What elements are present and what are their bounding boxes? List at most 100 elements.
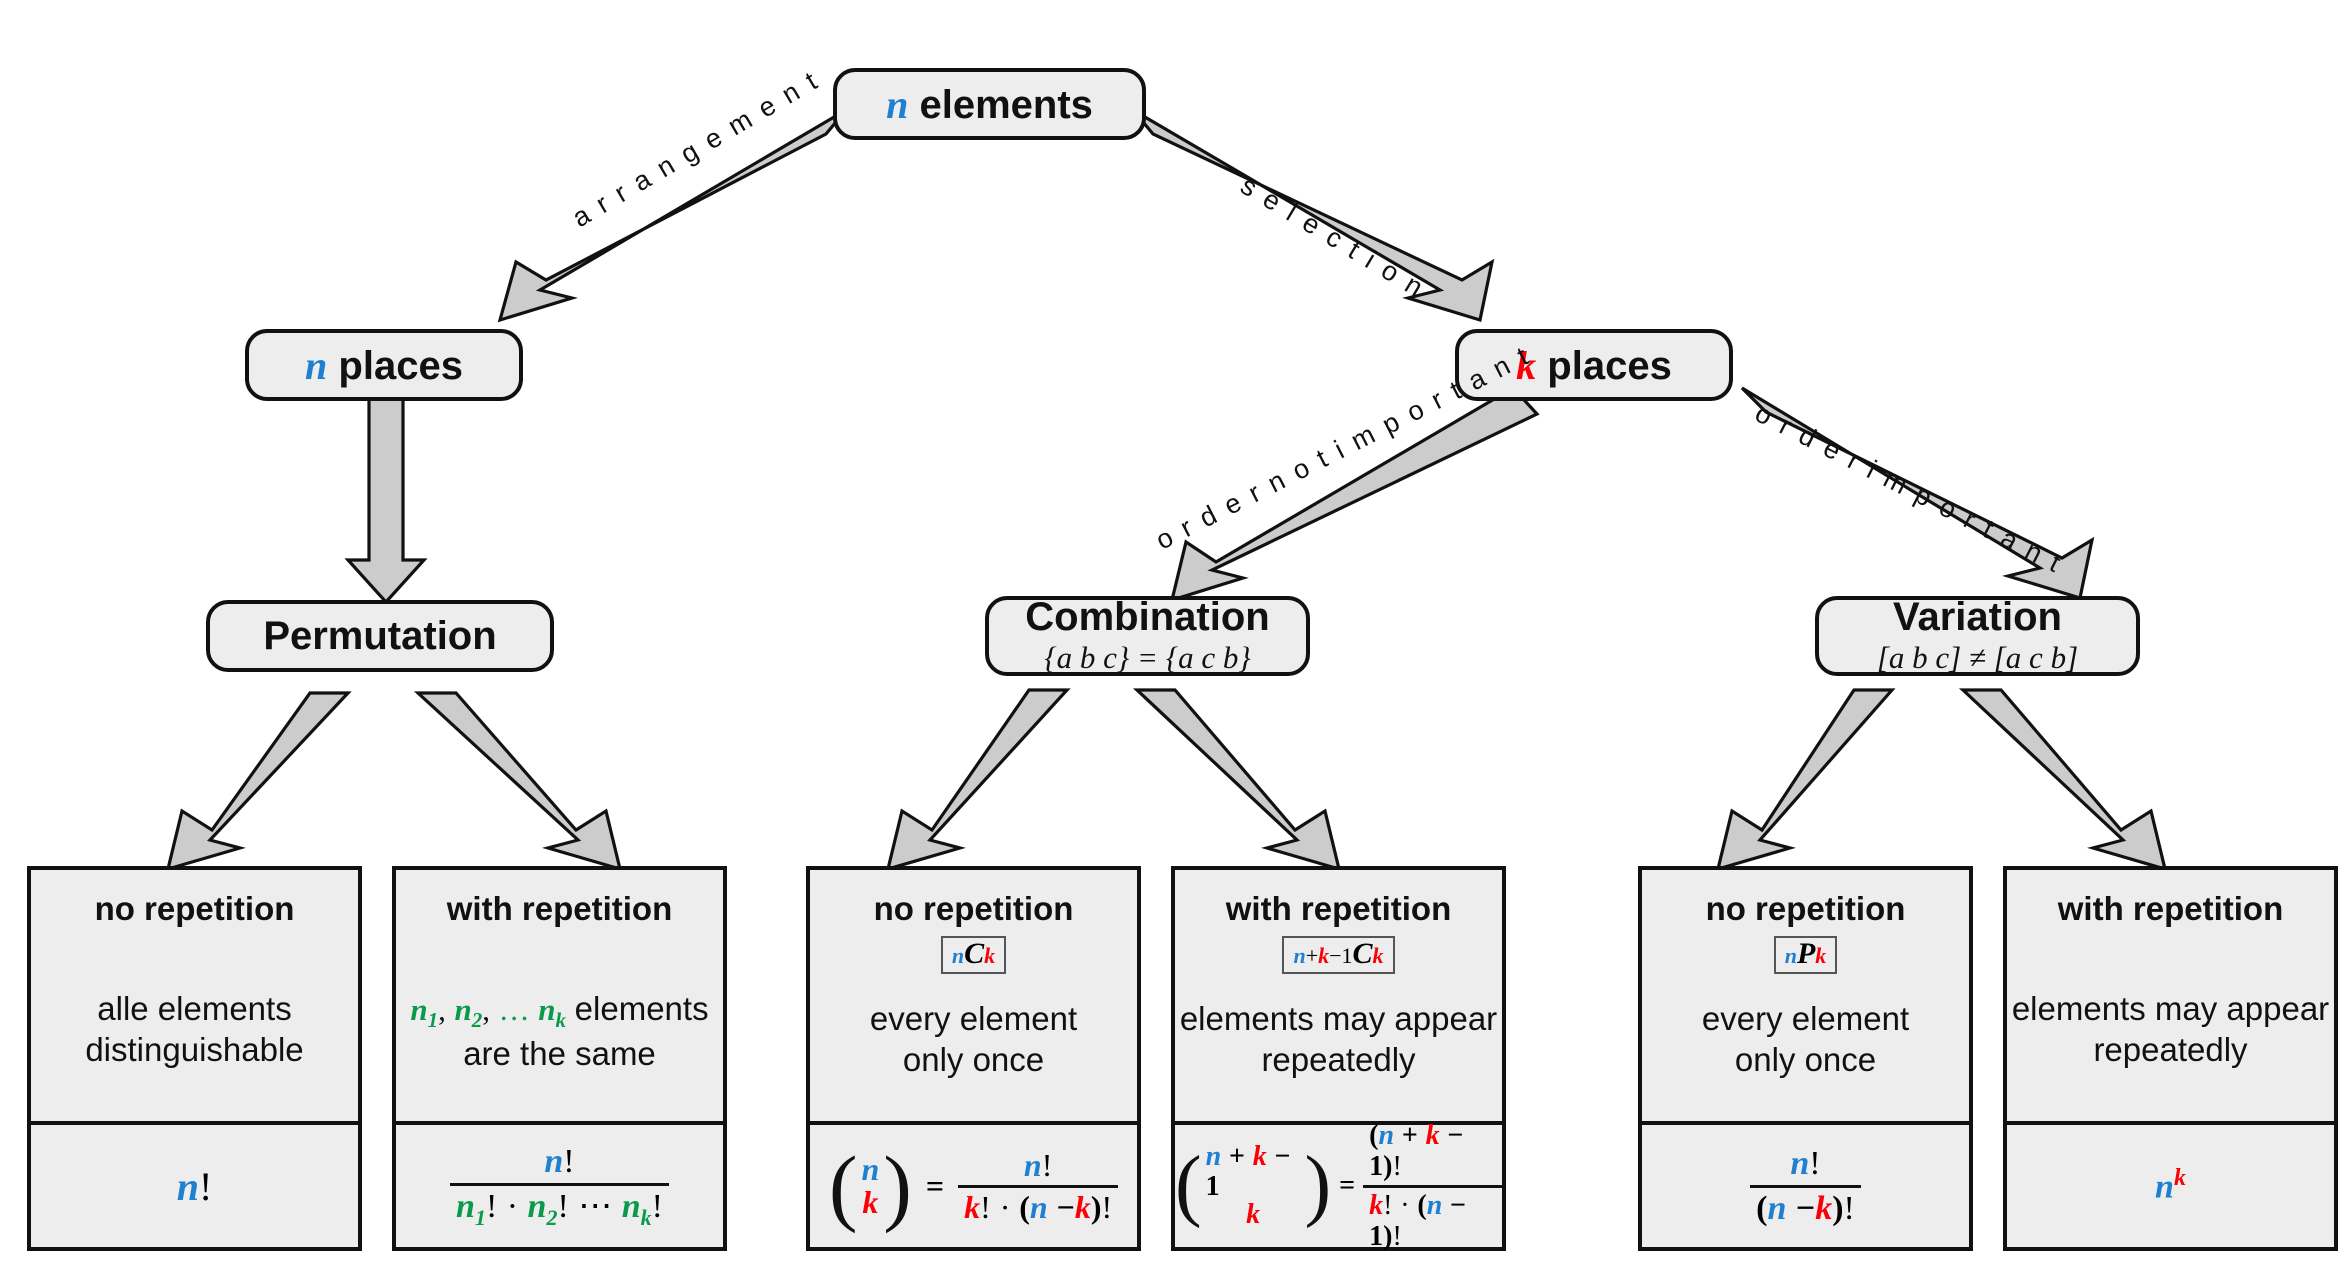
leaf-description-line: only once [1734, 1041, 1877, 1079]
fraction-numerator: n! [1790, 1144, 1821, 1182]
node-variation-sublabel: [a b c] ≠ [a c b] [1876, 640, 2079, 675]
leaf-formula: n! n1! · n2! ⋯ nk! [396, 1121, 723, 1247]
leaf-top-section: no repetition alle elements distinguisha… [31, 870, 358, 1121]
leaf-symbol-nCk: nCk [940, 936, 1007, 974]
node-permutation-label: Permutation [263, 614, 497, 658]
leaf-description-line: every element [1701, 1000, 1910, 1037]
arrow-root-to-n-places [497, 108, 848, 323]
leaf-header: no repetition [1705, 890, 1906, 927]
symbol-n-subscript: n [951, 943, 965, 968]
symbol-nk: nk [621, 1187, 652, 1230]
symbol-n2: n2 [527, 1187, 558, 1230]
leaf-card-permutation-with-repetition[interactable]: with repetition n1, n2, … nk elements ar… [392, 866, 727, 1251]
symbol-k-subscript: k [1815, 943, 1827, 968]
fraction-denominator: k! · (n − 1)! [1363, 1184, 1502, 1252]
fraction: n! k! · (n −k)! [958, 1146, 1119, 1224]
node-k-places-text: places [1536, 343, 1672, 388]
fraction-denominator: (n −k)! [1750, 1184, 1861, 1228]
node-variation[interactable]: Variation [a b c] ≠ [a c b] [1815, 596, 2140, 676]
leaf-description-line: repeatedly [2093, 1031, 2248, 1069]
symbol-k-subscript: k [1372, 943, 1384, 968]
leaf-description-word: elements [574, 990, 709, 1027]
binomial-coefficient: ( n k ) [829, 1137, 912, 1234]
node-permutation[interactable]: Permutation [206, 600, 554, 672]
symbol-factorial: ! [198, 1163, 213, 1209]
node-n-elements-label: n elements [886, 81, 1093, 128]
binomial-stack: n k [857, 1153, 883, 1218]
leaf-top-section: with repetition n1, n2, … nk elements ar… [396, 870, 723, 1121]
edge-label-selection: s e l e c t i o n [1235, 170, 1431, 304]
power-expression: nk [2155, 1165, 2186, 1206]
leaf-symbol-nPk: nPk [1773, 936, 1838, 974]
symbol-n: n [861, 1151, 880, 1188]
fraction: n! (n −k)! [1750, 1145, 1861, 1227]
fraction: n! n1! · n2! ⋯ nk! [450, 1143, 669, 1229]
binomial-stack: n + k − 1 k [1202, 1142, 1305, 1230]
comma: , [482, 992, 491, 1027]
leaf-description: alle elements distinguishable [31, 988, 358, 1071]
leaf-description-line: are the same [463, 1035, 656, 1073]
right-paren: ) [1304, 1141, 1332, 1230]
leaf-header: no repetition [94, 890, 295, 927]
symbol-n1: n1 [410, 992, 439, 1033]
node-combination[interactable]: Combination {a b c} = {a c b} [985, 596, 1310, 676]
leaf-description: elements may appear repeatedly [2007, 988, 2334, 1071]
symbol-C: C [964, 937, 985, 970]
symbol-n: n [305, 342, 328, 388]
symbol-P: P [1796, 937, 1816, 970]
leaf-top-section: with repetition elements may appear repe… [2007, 870, 2334, 1121]
symbol-cdots: ⋯ [578, 1187, 613, 1225]
leaf-card-combination-no-repetition[interactable]: no repetition nCk every element only onc… [806, 866, 1141, 1251]
fraction-numerator: n! [538, 1143, 580, 1183]
arrow-permutation-to-leaf-2 [413, 691, 623, 872]
leaf-card-permutation-no-repetition[interactable]: no repetition alle elements distinguisha… [27, 866, 362, 1251]
leaf-description-line: repeatedly [1261, 1041, 1416, 1079]
fraction: (n + k − 1)! k! · (n − 1)! [1363, 1120, 1502, 1252]
comma: , [438, 992, 446, 1027]
leaf-formula: nk [2007, 1121, 2334, 1247]
symbol-n: n [2155, 1168, 2174, 1206]
arrow-combination-to-leaf-4 [1132, 688, 1342, 872]
leaf-description-line: only once [902, 1041, 1045, 1079]
binomial-top: n + k − 1 [1205, 1141, 1291, 1202]
leaf-top-section: no repetition nPk every element only onc… [1642, 870, 1969, 1121]
symbol-factorial: ! [563, 1142, 575, 1180]
arrow-n-places-to-permutation [344, 383, 428, 605]
leaf-card-variation-no-repetition[interactable]: no repetition nPk every element only onc… [1638, 866, 1973, 1251]
symbol-C: C [1352, 937, 1373, 970]
fraction-numerator: n! [1023, 1146, 1053, 1183]
leaf-header: with repetition [1225, 890, 1452, 927]
symbol-n1: n1 [456, 1187, 486, 1230]
leaf-card-combination-with-repetition[interactable]: with repetition n+k−1Ck elements may app… [1171, 866, 1506, 1251]
arrow-combination-to-leaf-3 [885, 688, 1071, 872]
leaf-top-section: with repetition n+k−1Ck elements may app… [1175, 870, 1502, 1121]
node-k-places[interactable]: k places [1455, 329, 1733, 401]
leaf-card-variation-with-repetition[interactable]: with repetition elements may appear repe… [2003, 866, 2338, 1251]
node-n-places[interactable]: n places [245, 329, 523, 401]
edge-label-order-not-important: o r d e r n o t i m p o r t a n t [1150, 339, 1535, 556]
leaf-formula: ( n k ) = n! k! · (n −k)! [810, 1121, 1137, 1247]
leaf-header: no repetition [873, 890, 1074, 927]
symbol-k: k [1516, 342, 1537, 388]
node-variation-label: Variation [1893, 595, 2062, 639]
left-paren: ( [1175, 1141, 1202, 1230]
arrow-permutation-to-leaf-1 [165, 691, 352, 872]
node-n-elements[interactable]: n elements [833, 68, 1146, 140]
leaf-symbol-nk1Ck: n+k−1Ck [1282, 936, 1395, 974]
leaf-description-line: distinguishable [85, 1031, 304, 1069]
fraction-numerator: (n + k − 1)! [1369, 1120, 1464, 1183]
arrow-variation-to-leaf-6 [1958, 688, 2168, 872]
symbol-k-subscript: k [984, 943, 996, 968]
node-n-places-label: n places [305, 342, 463, 389]
symbol-k: k [862, 1183, 879, 1220]
right-paren: ) [883, 1137, 912, 1234]
node-combination-sublabel: {a b c} = {a c b} [1044, 640, 1251, 675]
symbol-equals: = [925, 1167, 945, 1204]
ellipsis-dots: … [498, 992, 530, 1027]
symbol-k-subscript: k [1318, 943, 1330, 968]
leaf-description: every element only once [810, 998, 1137, 1081]
leaf-description: elements may appear repeatedly [1175, 998, 1502, 1081]
symbol-k-exponent: k [2173, 1165, 2186, 1192]
arrow-variation-to-leaf-5 [1715, 688, 1896, 872]
